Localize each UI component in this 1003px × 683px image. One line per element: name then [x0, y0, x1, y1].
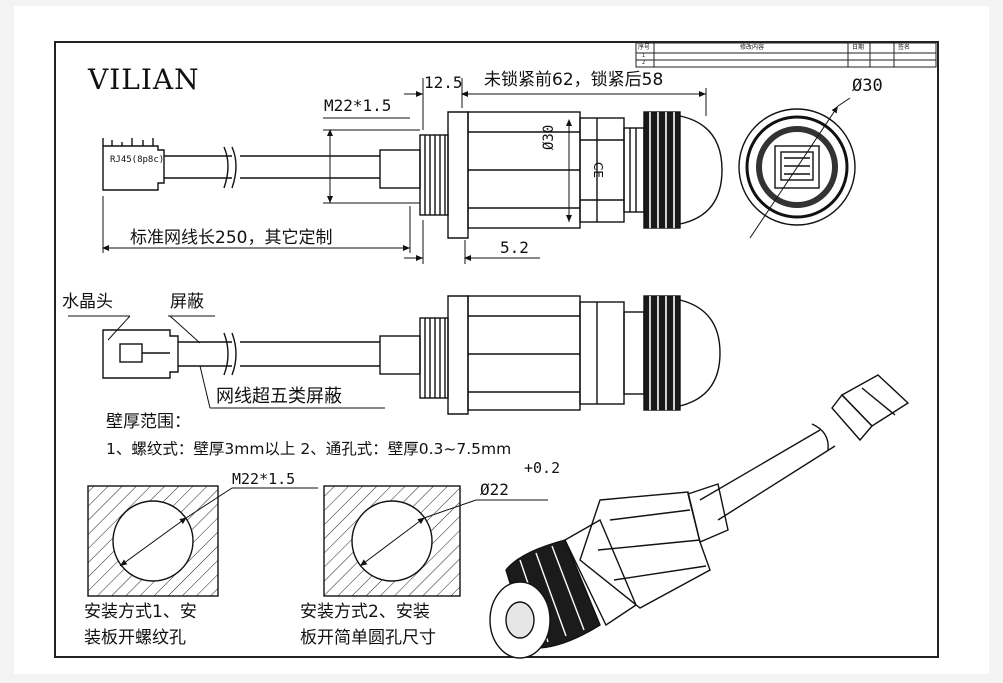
dim-12-5: 12.5	[424, 73, 463, 92]
isometric-view	[489, 374, 910, 659]
end-view	[738, 97, 856, 239]
label-crystal-head: 水晶头	[62, 292, 113, 312]
hole-through-diagram	[323, 485, 548, 597]
brand-logo: VILIAN	[88, 63, 200, 96]
title-cell-change: 修改内容	[740, 44, 765, 51]
title-cell-sign: 签名	[898, 44, 911, 51]
dim-m22-hole: M22*1.5	[232, 470, 296, 488]
title-cell-index: 序号	[638, 44, 651, 51]
tolerance-plus: +0.2	[524, 459, 561, 477]
drawing-border	[54, 41, 939, 658]
middle-side-view	[68, 295, 721, 415]
title-cell-date: 日期	[852, 44, 865, 51]
cable-length-note: 标准网线长250，其它定制	[130, 228, 333, 248]
method1-line1: 安装方式1、安	[84, 602, 197, 622]
dim-length-note: 未锁紧前62，锁紧后58	[484, 70, 664, 90]
dim-m22-top: M22*1.5	[324, 96, 392, 115]
dim-dia22: Ø22	[480, 480, 509, 499]
rj45-label: RJ45(8p8c)	[110, 155, 165, 165]
dim-dia30-side: Ø30	[541, 124, 557, 150]
method2-line2: 板开简单圆孔尺寸	[300, 628, 436, 648]
top-side-view	[102, 78, 723, 264]
title-cell-row2: 2	[642, 60, 646, 66]
hole-threaded-diagram	[87, 485, 318, 597]
title-cell-row1: 1	[642, 53, 646, 59]
dim-5-2: 5.2	[500, 238, 529, 257]
method1-line2: 装板开螺纹孔	[84, 628, 186, 648]
wall-range-line: 1、螺纹式：壁厚3mm以上 2、通孔式：壁厚0.3~7.5mm	[106, 440, 512, 458]
title-block	[635, 42, 937, 68]
method2-line1: 安装方式2、安装	[300, 602, 430, 622]
ce-mark: CE	[591, 162, 605, 178]
label-shield: 屏蔽	[170, 292, 204, 312]
wall-heading: 壁厚范围：	[106, 412, 191, 432]
label-cable-type: 网线超五类屏蔽	[216, 386, 342, 407]
dim-dia30-end: Ø30	[852, 76, 883, 96]
